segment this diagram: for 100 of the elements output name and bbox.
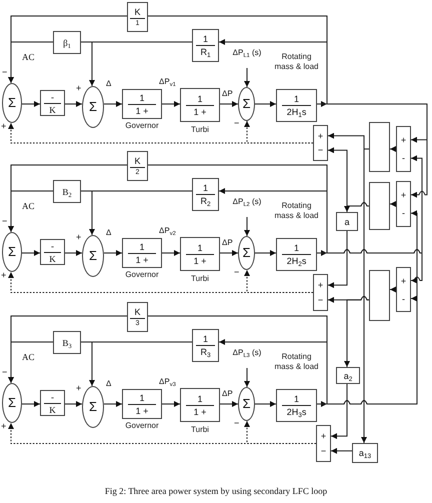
block-caption: Turbi [190,125,210,135]
arrow [244,368,250,388]
arrow [220,401,238,407]
denominator-text: 1 + [136,106,148,116]
sigma-symbol: Σ [8,245,16,259]
summing-block [316,425,331,462]
sign-label: + [76,83,82,93]
sign-label: - [401,294,406,304]
sigma-symbol: Σ [88,249,98,263]
denominator-text: K [49,254,56,264]
arrow [244,216,250,236]
arrow [104,250,122,256]
input-label: ΔP$_{L2}$ (s) [232,197,262,217]
numerator-text: 1 [282,243,312,255]
arrow [244,68,250,88]
sign-label: + [400,190,408,200]
arrow [8,190,54,232]
arrow [328,230,348,288]
summing-junction [238,387,255,421]
numerator-text: 1 [282,94,312,106]
summing-junction [2,232,22,272]
sign-label: + [400,134,408,145]
gain-block [192,29,219,62]
denominator-text: R$_{3}$ [200,347,211,357]
sign-label: - [401,153,406,164]
gain-block [127,151,148,181]
arrow [254,250,276,256]
arrow [316,104,428,198]
summing-junction [2,83,22,123]
arrow [104,401,122,407]
numerator-text: 1 [186,94,214,106]
arrow [162,101,180,107]
gain-text: a$_{13}$ [358,448,372,458]
denominator-text: 1 + [136,406,148,416]
sigma-symbol: Σ [88,400,98,414]
integrator-block [40,90,65,116]
arrow [22,101,40,107]
input-label: ΔP$_{L3}$ (s) [232,348,262,368]
arrow [22,401,40,407]
edge-label: Δ [106,228,112,238]
block-caption: Rotating mass & load [273,201,320,221]
arrow [8,42,54,84]
denominator-text: R$_{1}$ [200,47,211,57]
sign-label: + [76,232,82,242]
arrow [361,148,370,444]
connector-line [148,316,328,404]
gain-block [336,212,358,231]
sign-label: + [316,130,324,141]
denominator-text: R$_{2}$ [200,196,211,206]
integrator-block [40,390,65,416]
edge-label: ΔP$_{v2}$ [159,226,176,236]
arrow [8,122,314,144]
turbine-block [180,237,220,271]
sigma-symbol: Σ [242,246,251,260]
turbine-block [180,88,220,122]
sign-label: + [320,431,328,442]
gain-block [192,329,219,362]
arrow [162,401,180,407]
numerator-text: 1 [128,242,156,254]
arrow [220,101,238,107]
denominator-text: 1 + [194,106,206,116]
arrow [162,250,180,256]
arrow [316,296,418,404]
gain-text: B$_{2}$ [62,186,72,196]
numerator-text: K [130,156,145,168]
arrow [316,249,422,284]
numerator-text: K [130,6,145,18]
signal-label: AC [22,201,35,211]
empty-block [369,270,390,321]
arrow [344,296,370,368]
gain-block [127,302,148,332]
denominator-text: K [49,104,56,114]
numerator-text: - [44,392,62,404]
arrow [89,190,192,236]
arrow [218,188,328,256]
sign-label: − [316,294,324,305]
turbine-block [180,388,220,422]
summing-junction [2,383,22,423]
summing-junction [238,87,255,121]
edge-label: ΔP [222,89,233,99]
sigma-symbol: Σ [242,397,251,411]
edge-label: ΔP [222,238,233,248]
arrow [254,101,276,107]
summing-block [396,126,411,172]
numerator-text: 1 [196,334,215,346]
gain-block [53,31,81,54]
arrow [218,339,328,407]
summing-junction [82,86,104,128]
arrow [8,342,54,384]
numerator-text: 1 [128,392,156,404]
arrow [64,250,82,256]
arrow [89,342,192,386]
arrow [8,422,316,444]
denominator-text: 1 + [194,406,206,416]
governor-block [122,389,162,419]
connector-line [148,164,328,254]
edge-label: Δ [106,379,112,389]
block-caption: Rotating mass & load [273,52,320,72]
sign-label: − [320,446,328,456]
arrow [330,448,352,454]
